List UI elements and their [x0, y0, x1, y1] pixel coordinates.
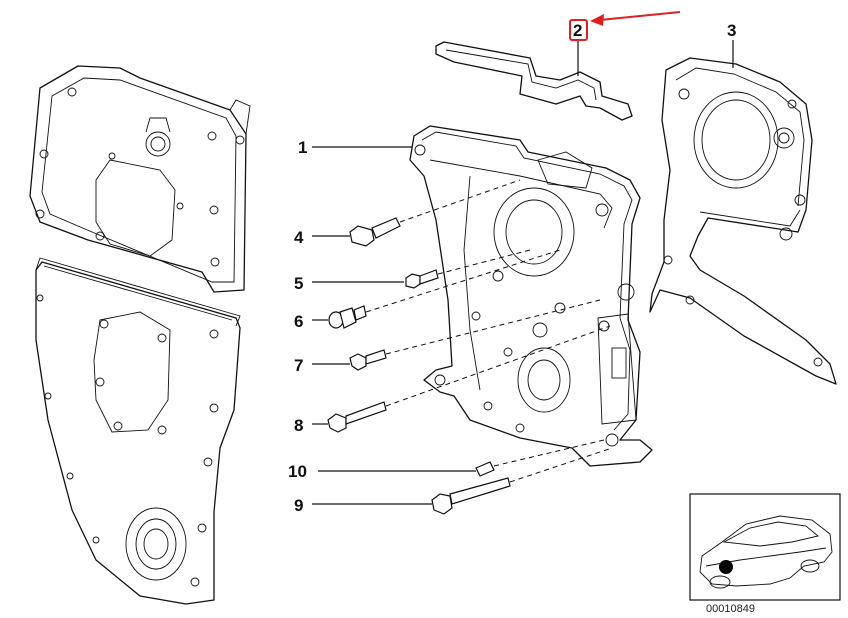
bolt-6 — [328, 305, 367, 329]
callout-6: 6 — [294, 312, 303, 331]
callout-9: 9 — [294, 496, 303, 515]
lower-timing-cover — [35, 257, 241, 605]
callout-2: 2 — [573, 21, 582, 40]
callout-1: 1 — [298, 138, 307, 157]
bolt-4 — [349, 217, 401, 247]
upper-timing-cover — [29, 65, 251, 293]
upper-gasket — [435, 41, 633, 121]
callout-10: 10 — [288, 462, 307, 481]
vehicle-locator-inset — [689, 493, 841, 601]
front-cover-gasket — [649, 57, 837, 385]
highlight-box — [569, 19, 588, 41]
bolt-5 — [405, 269, 439, 289]
location-marker — [719, 560, 733, 574]
callout-3: 3 — [727, 21, 736, 40]
timing-case-housing — [409, 125, 653, 467]
diagram-reference-number: 00010849 — [706, 603, 755, 613]
callout-8: 8 — [294, 416, 303, 435]
bolt-9 — [431, 477, 511, 515]
pointer-arrow-icon — [590, 11, 681, 26]
car-icon — [699, 515, 833, 589]
callout-7: 7 — [294, 356, 303, 375]
dowel-pin-10 — [475, 461, 495, 477]
callout-5: 5 — [294, 274, 303, 293]
callout-4: 4 — [294, 228, 304, 247]
bolt-8 — [327, 401, 387, 433]
bolt-7 — [349, 349, 387, 371]
